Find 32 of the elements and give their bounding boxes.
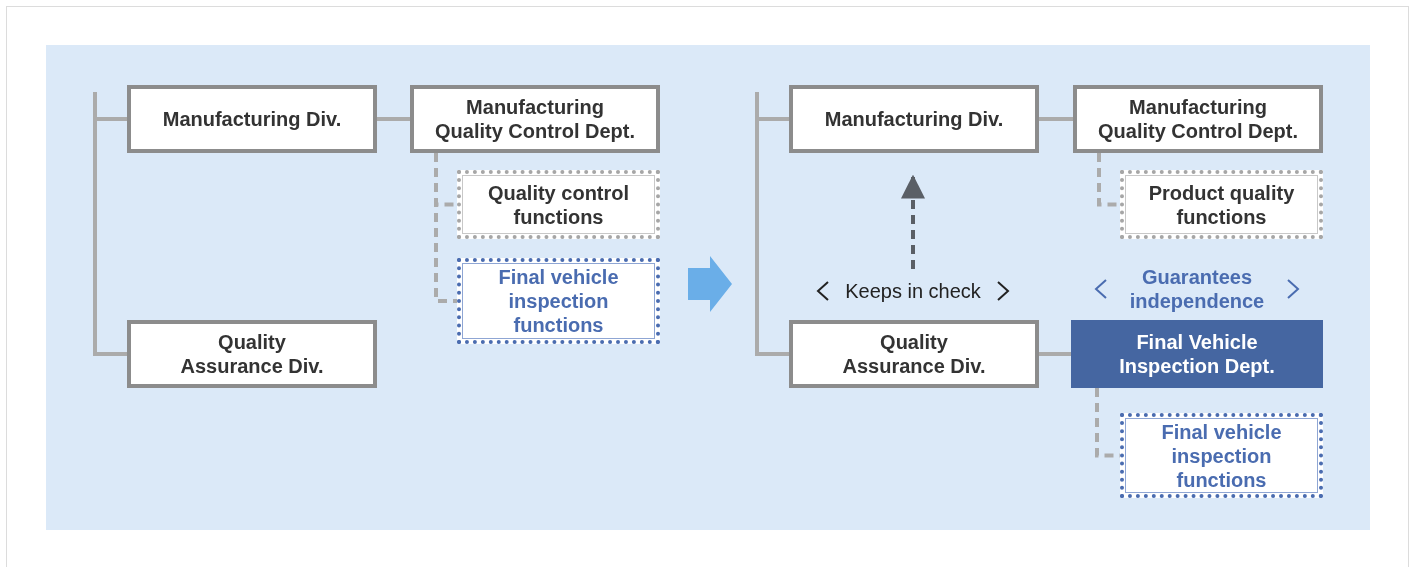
connector-line [93, 90, 129, 356]
connector-line [1097, 153, 1120, 207]
box-label: Final vehicle inspection functions [497, 265, 620, 337]
org-box [789, 320, 1039, 388]
box-label: Manufacturing Quality Control Dept. [434, 95, 636, 143]
org-box [789, 85, 1039, 153]
box-label: Final Vehicle Inspection Dept. [1118, 330, 1276, 378]
department-box [1071, 320, 1323, 388]
function-box [457, 258, 660, 344]
box-label: Manufacturing Quality Control Dept. [1097, 95, 1299, 143]
box-label: Product quality functions [1147, 180, 1296, 229]
org-box [127, 85, 377, 153]
function-box [1120, 170, 1323, 239]
box-label: Manufacturing Div. [162, 107, 342, 131]
note-text: Guarantees independence [1128, 265, 1266, 313]
function-box [1120, 413, 1323, 498]
function-box [457, 170, 660, 239]
connector-line [1039, 352, 1071, 356]
connector-line [434, 153, 457, 303]
box-label: Quality Assurance Div. [179, 330, 325, 378]
connector-line [377, 117, 410, 121]
arrow [901, 174, 925, 269]
box-label: Quality control functions [486, 180, 631, 229]
box-label: Manufacturing Div. [824, 107, 1004, 131]
org-box [127, 320, 377, 388]
connector-line [755, 90, 791, 356]
connector-line [1039, 117, 1073, 121]
org-box [410, 85, 660, 153]
box-label: Quality Assurance Div. [841, 330, 987, 378]
org-box [1073, 85, 1323, 153]
box-label: Final vehicle inspection functions [1160, 419, 1283, 492]
annotation-text: Keeps in check [833, 277, 993, 305]
